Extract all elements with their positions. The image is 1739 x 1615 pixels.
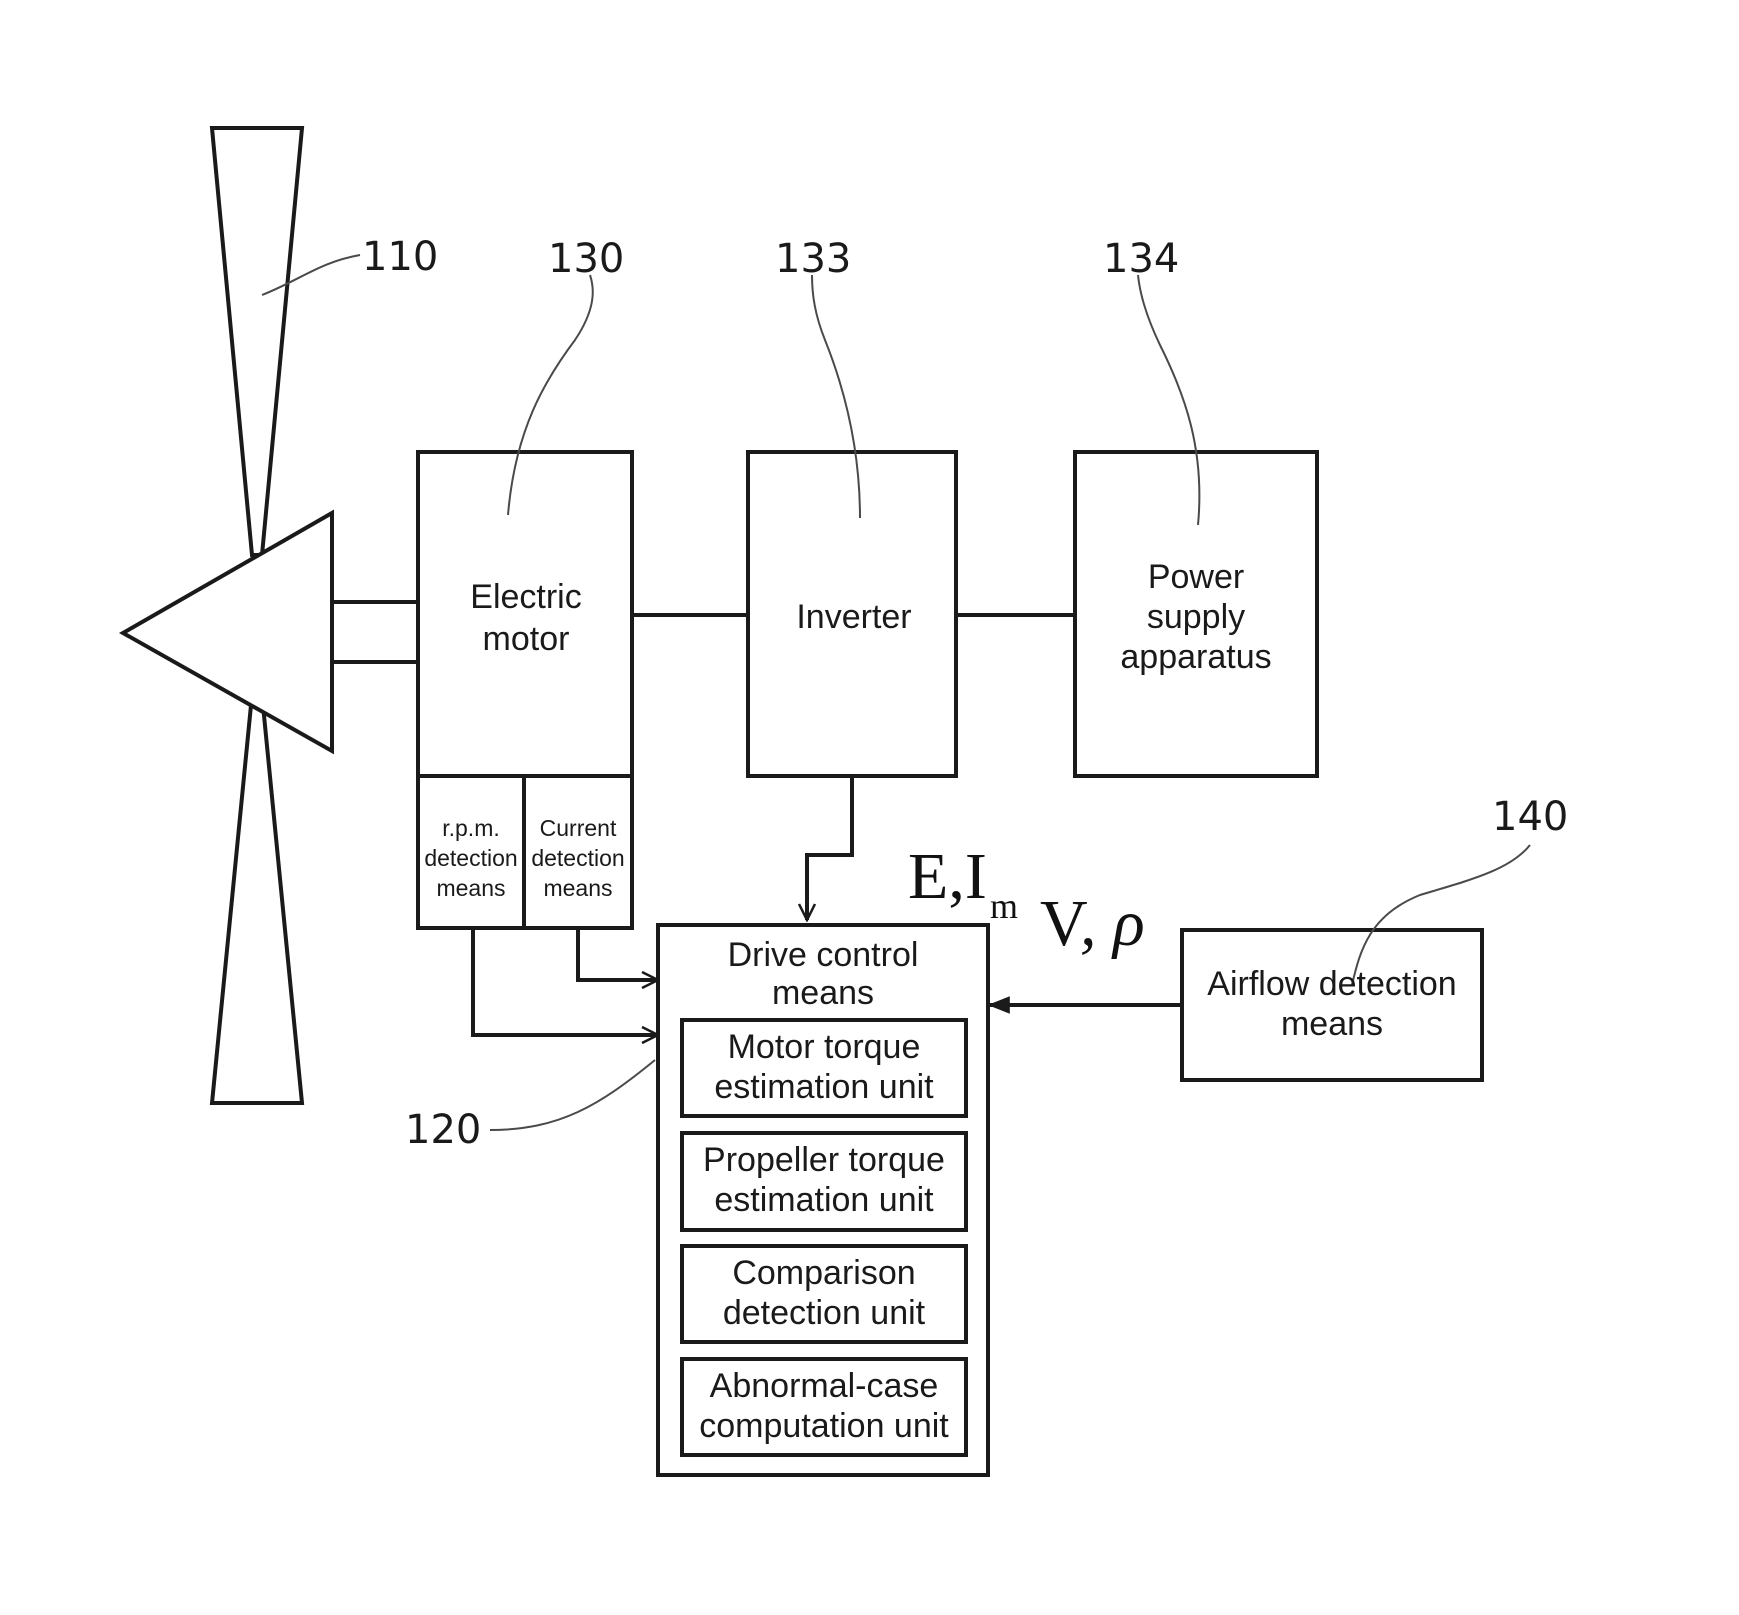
ref-120-leader	[490, 1060, 655, 1130]
signal-subscript-m: m	[990, 886, 1018, 926]
ref-140-leader	[1352, 845, 1530, 985]
propeller-upper-blade	[212, 128, 302, 555]
current-label-line2: detection	[531, 845, 624, 871]
power-supply-line1: Power	[1148, 558, 1244, 596]
motor-label-line1: Electric	[470, 578, 581, 616]
ref-120: 120	[405, 1107, 481, 1153]
ref-134: 134	[1103, 236, 1179, 282]
inverter-to-drive-arrow	[807, 776, 852, 920]
ref-133-leader	[812, 275, 860, 518]
signal-rho: , ρ	[1080, 887, 1145, 960]
motor-torque-unit-line1: Motor torque	[728, 1028, 921, 1066]
current-label-line3: means	[543, 875, 612, 901]
ref-134-leader	[1138, 275, 1199, 525]
ref-140: 140	[1492, 794, 1568, 840]
rpm-label-line1: r.p.m.	[442, 815, 500, 841]
comparison-unit-line2: detection unit	[723, 1294, 926, 1332]
abnormal-case-unit-line2: computation unit	[699, 1407, 949, 1445]
ref-130-leader	[508, 275, 593, 515]
comparison-unit-line1: Comparison	[732, 1254, 915, 1292]
propeller-torque-unit-line2: estimation unit	[714, 1181, 934, 1219]
drive-control-title-line1: Drive control	[728, 936, 919, 974]
ref-133: 133	[775, 236, 851, 282]
airflow-label-line1: Airflow detection	[1207, 965, 1456, 1003]
motor-torque-unit-line2: estimation unit	[714, 1068, 934, 1106]
ref-130: 130	[548, 236, 624, 282]
signal-e-i: E,I	[908, 840, 987, 913]
propeller-hub	[123, 513, 332, 751]
ref-110: 110	[362, 234, 438, 280]
ref-110-leader	[262, 255, 360, 295]
airflow-label-line2: means	[1281, 1005, 1383, 1043]
propeller-lower-blade	[212, 695, 302, 1103]
propeller-torque-unit-line1: Propeller torque	[703, 1141, 945, 1179]
current-label-line1: Current	[540, 815, 617, 841]
power-supply-line3: apparatus	[1120, 638, 1271, 676]
drive-control-title-line2: means	[772, 974, 874, 1012]
rpm-label-line2: detection	[424, 845, 517, 871]
inverter-label: Inverter	[796, 598, 911, 636]
power-supply-line2: supply	[1147, 598, 1245, 636]
abnormal-case-unit-line1: Abnormal-case	[710, 1367, 939, 1405]
rpm-label-line3: means	[436, 875, 505, 901]
motor-label-line2: motor	[483, 620, 570, 658]
current-to-drive-arrow	[578, 928, 658, 980]
